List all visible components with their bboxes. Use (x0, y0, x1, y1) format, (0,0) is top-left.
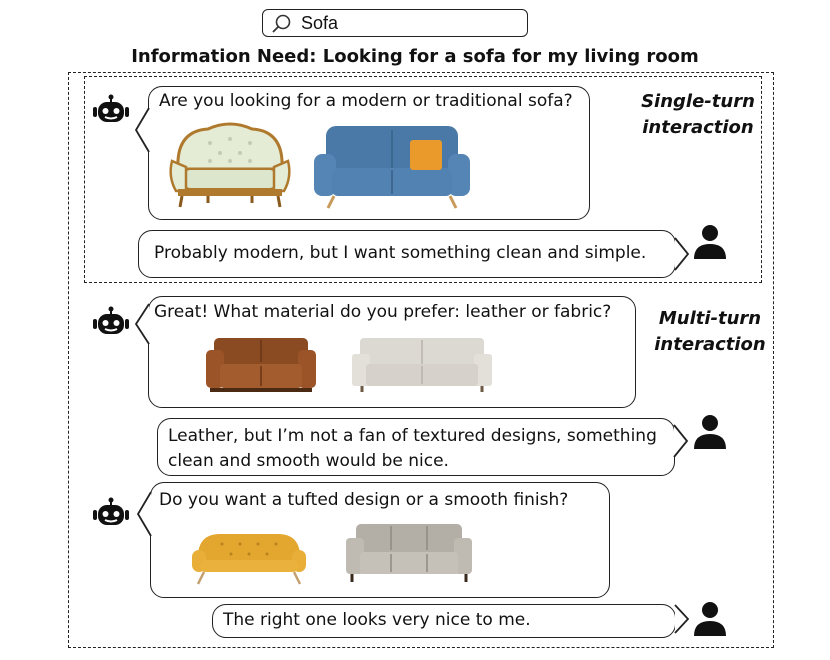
multi-turn-label: Multi-turn interaction (640, 306, 780, 358)
search-query[interactable]: Sofa (301, 13, 339, 33)
user-message: Leather, but I’m not a fan of textured d… (168, 424, 657, 474)
user-icon (694, 602, 726, 636)
search-bar[interactable]: Sofa (262, 9, 528, 37)
yellow-tufted-sofa (192, 534, 306, 585)
bot-bubble-tail (136, 491, 152, 537)
bot-message: Great! What material do you prefer: leat… (154, 302, 612, 322)
user-icon (694, 225, 726, 259)
user-message-line2: clean and smooth would be nice. (168, 451, 449, 471)
user-bubble (157, 418, 675, 476)
user-bubble (212, 604, 676, 638)
robot-icon (93, 94, 129, 122)
grey-fabric-sofa (352, 338, 492, 392)
robot-icon (93, 306, 129, 334)
multi-turn-label-line1: Multi-turn (658, 308, 762, 329)
search-icon (272, 14, 291, 33)
user-icon (694, 415, 726, 449)
page-title: Information Need: Looking for a sofa for… (131, 46, 699, 67)
single-turn-frame (84, 76, 762, 283)
brown-leather-sofa (206, 338, 316, 392)
bot-bubble-tail (134, 107, 150, 153)
user-message: Probably modern, but I want something cl… (154, 243, 647, 263)
single-turn-label-line1: Single-turn (641, 91, 755, 112)
robot-icon (93, 497, 129, 525)
bot-bubble-tail (134, 303, 150, 345)
user-message: The right one looks very nice to me. (223, 610, 531, 630)
single-turn-label-line2: interaction (642, 117, 754, 138)
user-message-line1: Leather, but I’m not a fan of textured d… (168, 426, 657, 446)
single-turn-label: Single-turn interaction (628, 89, 768, 141)
user-bubble-tail (674, 237, 690, 271)
bot-message: Do you want a tufted design or a smooth … (159, 490, 569, 510)
outer-dashed-frame (68, 72, 774, 648)
user-bubble-tail (674, 604, 690, 634)
multi-turn-label-line2: interaction (654, 334, 766, 355)
user-bubble-tail (673, 424, 689, 458)
user-bubble (138, 230, 676, 278)
traditional-ornate-sofa (169, 122, 291, 208)
bot-message: Are you looking for a modern or traditio… (159, 91, 573, 111)
grey-leather-sofa (346, 524, 472, 582)
modern-blue-sofa (314, 126, 470, 209)
